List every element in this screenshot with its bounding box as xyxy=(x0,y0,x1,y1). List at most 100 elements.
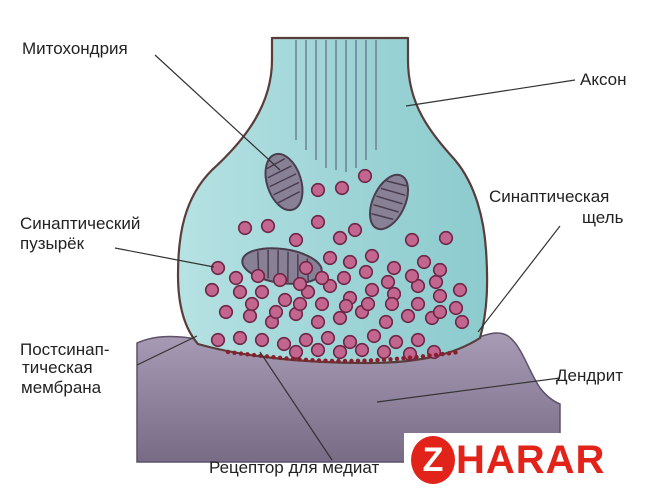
receptor-dot xyxy=(453,350,458,355)
vesicle xyxy=(276,336,292,352)
vesicle xyxy=(310,182,326,198)
vesicle xyxy=(388,334,404,350)
vesicle xyxy=(210,332,226,348)
vesicle xyxy=(210,260,226,276)
vesicle xyxy=(378,314,394,330)
vesicle xyxy=(402,346,418,362)
synaptic-vesicles xyxy=(204,168,470,362)
vesicle xyxy=(438,230,454,246)
vesicle xyxy=(322,250,338,266)
mitochondrion-1 xyxy=(264,152,304,212)
leader-lines xyxy=(114,54,576,461)
vesicle xyxy=(336,270,352,286)
receptor-dot xyxy=(414,354,419,360)
label-vesicle-1: Синаптический xyxy=(20,214,141,233)
receptor-dot xyxy=(420,354,426,359)
receptor-dot xyxy=(316,358,322,363)
vesicle xyxy=(288,232,304,248)
receptor-dot xyxy=(375,357,380,363)
receptor-dot xyxy=(245,352,250,357)
vesicle xyxy=(232,330,248,346)
vesicle xyxy=(332,344,348,360)
label-vesicle-2: пузырёк xyxy=(20,234,85,253)
label-cleft-2: щель xyxy=(582,208,624,227)
vesicle xyxy=(376,344,392,360)
vesicle xyxy=(268,304,284,320)
label-dendrite: Дендрит xyxy=(556,366,624,385)
receptor-dot xyxy=(271,355,276,360)
vesicle xyxy=(204,282,220,298)
vesicle xyxy=(416,254,432,270)
vesicle xyxy=(310,314,326,330)
vesicle xyxy=(277,292,293,308)
vesicle xyxy=(292,276,308,292)
receptor-dot xyxy=(440,351,445,357)
receptor-dot xyxy=(342,358,348,364)
receptor-dot xyxy=(232,350,237,355)
vesicle xyxy=(357,168,373,184)
vesicle xyxy=(358,264,374,280)
receptor-dot xyxy=(355,358,361,363)
label-receptor: Рецептор для медиат xyxy=(209,458,380,477)
vesicle xyxy=(347,222,363,238)
label-axon: Аксон xyxy=(580,70,627,89)
receptor-dot xyxy=(427,353,432,358)
label-mitochondria: Митохондрия xyxy=(22,39,128,58)
vesicle xyxy=(232,284,248,300)
receptor-dot xyxy=(284,356,289,361)
receptor-dot xyxy=(336,358,341,364)
vesicle xyxy=(338,298,354,314)
receptor-dot xyxy=(407,355,413,360)
receptor-dot xyxy=(277,355,283,360)
vesicle xyxy=(452,282,468,298)
vesicle xyxy=(410,296,426,312)
vesicle xyxy=(404,268,420,284)
vesicle xyxy=(342,334,358,350)
receptor-dot xyxy=(388,357,393,362)
receptor-dot xyxy=(251,352,257,358)
vesicle xyxy=(432,304,448,320)
logo-z-circle: Z xyxy=(411,436,455,484)
receptor-dot xyxy=(401,356,406,361)
vesicle xyxy=(364,248,380,264)
vesicle xyxy=(404,232,420,248)
vesicle xyxy=(254,284,270,300)
vesicle xyxy=(332,230,348,246)
logo-text: HARAR xyxy=(456,438,606,482)
vesicle xyxy=(218,304,234,320)
vesicle xyxy=(314,296,330,312)
vesicle xyxy=(380,274,396,290)
label-postsyn-2: тическая xyxy=(22,358,93,377)
vesicle xyxy=(342,254,358,270)
vesicle xyxy=(400,308,416,324)
vesicle xyxy=(237,220,253,236)
vesicle xyxy=(386,260,402,276)
vesicle xyxy=(298,332,314,348)
vesicle xyxy=(228,270,244,286)
vesicle xyxy=(310,342,326,358)
vesicle xyxy=(432,262,448,278)
vesicle xyxy=(384,296,400,312)
receptor-dot xyxy=(381,357,387,362)
receptor-dot xyxy=(290,356,296,362)
vesicle xyxy=(310,214,326,230)
receptor-dot xyxy=(368,358,374,363)
neurofilaments xyxy=(295,40,377,172)
receptor-dot xyxy=(329,358,335,364)
zharar-logo: Z HARAR xyxy=(404,433,657,488)
label-cleft-1: Синаптическая xyxy=(489,187,610,206)
logo-letter: Z xyxy=(422,441,444,479)
receptor-dot xyxy=(446,351,452,356)
vesicle xyxy=(366,328,382,344)
vesicle xyxy=(320,330,336,346)
vesicle xyxy=(292,296,308,312)
vesicle xyxy=(260,218,276,234)
receptor-dot xyxy=(310,358,315,363)
vesicle xyxy=(250,268,266,284)
receptor-dot xyxy=(225,349,231,355)
vesicle xyxy=(254,332,270,348)
mitochondrion-2 xyxy=(369,173,409,231)
receptor-dot xyxy=(264,354,270,359)
receptor-dot xyxy=(303,357,309,362)
